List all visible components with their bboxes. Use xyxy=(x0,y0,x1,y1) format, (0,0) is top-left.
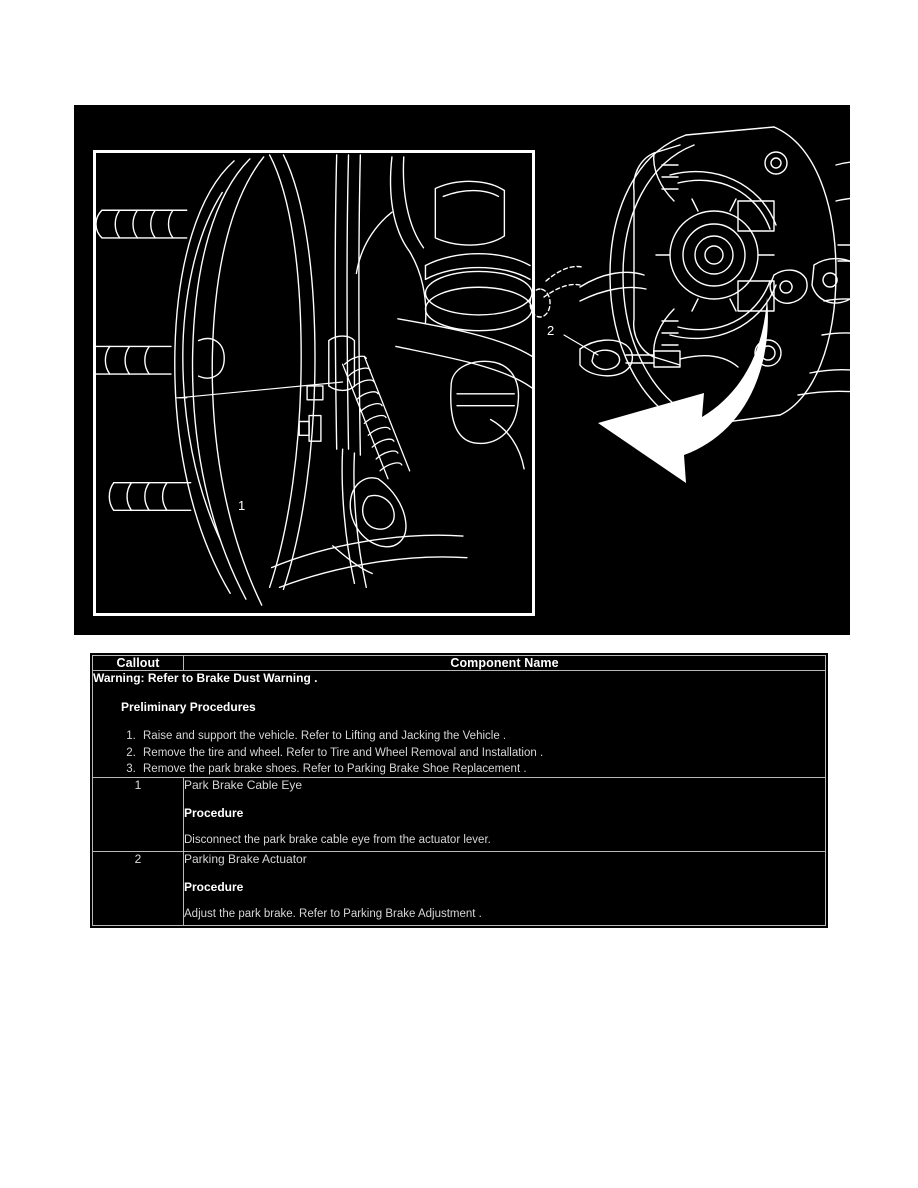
preliminary-step: Remove the tire and wheel. Refer to Tire… xyxy=(139,745,825,761)
table-header-row: Callout Component Name xyxy=(92,655,826,671)
row-component-cell: Park Brake Cable Eye Procedure Disconnec… xyxy=(183,777,826,853)
left-view-frame xyxy=(93,150,535,616)
illustration-panel: 1 2 xyxy=(74,105,850,635)
right-detail-illustration xyxy=(529,126,850,428)
detail-enlargement-arrow-icon xyxy=(598,297,768,483)
callout-marker-1: 1 xyxy=(238,498,246,513)
preliminary-step: Raise and support the vehicle. Refer to … xyxy=(139,728,825,744)
component-name: Parking Brake Actuator xyxy=(184,852,307,867)
warning-cell: Warning: Refer to Brake Dust Warning . P… xyxy=(92,669,826,779)
header-component-name: Component Name xyxy=(183,655,826,671)
table-row: 1 Park Brake Cable Eye Procedure Disconn… xyxy=(92,777,826,853)
table-row: 2 Parking Brake Actuator Procedure Adjus… xyxy=(92,851,826,927)
callout-marker-2: 2 xyxy=(547,323,555,338)
row-callout-number: 2 xyxy=(92,851,184,927)
warning-row: Warning: Refer to Brake Dust Warning . P… xyxy=(92,669,826,779)
procedure-label: Procedure xyxy=(184,805,244,820)
left-view-illustration xyxy=(96,154,532,606)
preliminary-step: Remove the park brake shoes. Refer to Pa… xyxy=(139,761,825,777)
component-name: Park Brake Cable Eye xyxy=(184,778,303,793)
row-component-cell: Parking Brake Actuator Procedure Adjust … xyxy=(183,851,826,927)
component-table: Callout Component Name Warning: Refer to… xyxy=(90,653,828,929)
header-callout: Callout xyxy=(92,655,184,671)
procedure-text: Disconnect the park brake cable eye from… xyxy=(184,834,491,847)
brake-dust-warning: Warning: Refer to Brake Dust Warning . xyxy=(93,671,318,685)
preliminary-steps-list: Raise and support the vehicle. Refer to … xyxy=(93,728,825,777)
preliminary-procedures-heading: Preliminary Procedures xyxy=(121,699,256,714)
row-callout-number: 1 xyxy=(92,777,184,853)
procedure-label: Procedure xyxy=(184,879,244,894)
procedure-text: Adjust the park brake. Refer to Parking … xyxy=(184,908,482,921)
